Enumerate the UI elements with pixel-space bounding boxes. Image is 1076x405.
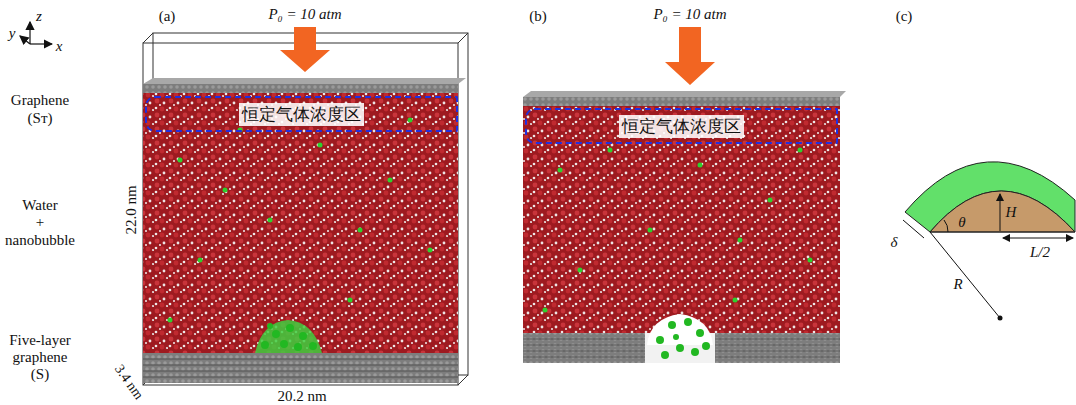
panel-letter: (c) [896,8,913,25]
panel-letter: (a) [159,8,176,25]
part-name: Water [22,197,57,214]
axis-label: x [56,38,63,55]
part-name: graphene [13,349,68,366]
symbol: L/2 [1030,244,1050,261]
part-name: + [36,214,44,231]
symbol: R [953,276,962,293]
pressure-label: P₀ = 10 atm [653,6,726,23]
part-name: Graphene [11,92,69,109]
axis-label: z [36,8,42,25]
axis-label: y [9,25,16,42]
symbol: θ [958,214,965,231]
dimension: 3.4 nm [112,362,147,403]
symbol: H [1006,204,1017,221]
pressure-label: P₀ = 10 atm [268,6,341,23]
part-name: (S) [31,366,49,383]
symbol: δ [891,234,898,251]
part-name: nanobubble [5,232,75,249]
gas-concentration-zone: 恒定气体浓度区 [145,96,458,132]
gas-concentration-zone: 恒定气体浓度区 [525,108,838,144]
zone-label: 恒定气体浓度区 [239,103,364,126]
part-name: Five-layer [9,332,71,349]
dimension: 20.2 nm [277,388,326,405]
panel-letter: (b) [529,8,547,25]
dimension: 22.0 nm [123,185,140,234]
part-name: (Sᴛ) [28,110,53,127]
zone-label: 恒定气体浓度区 [619,115,744,138]
